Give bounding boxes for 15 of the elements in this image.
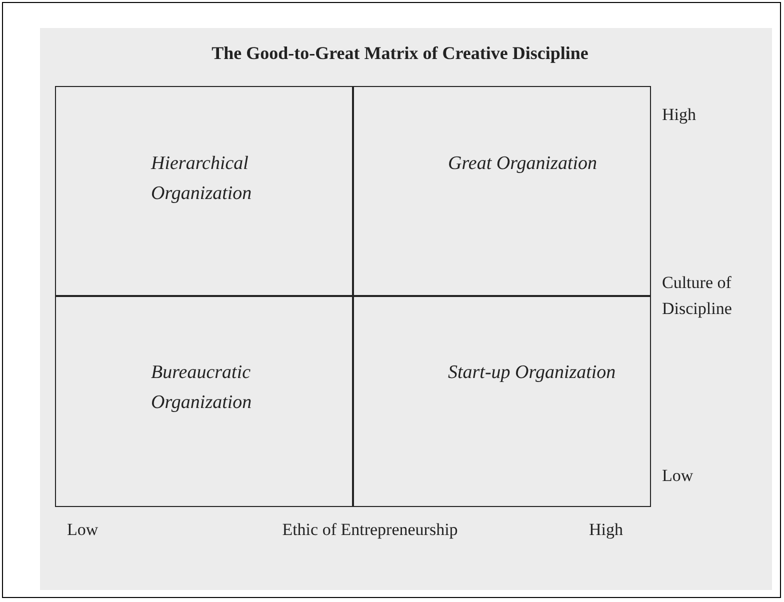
quadrant-label: Start-up Organization — [448, 361, 617, 385]
axis-label: Low — [662, 465, 694, 487]
axis-label: High — [589, 519, 624, 541]
quadrant-box — [352, 86, 651, 297]
axis-label: Low — [67, 519, 100, 541]
axis-title: Ethic of Entrepreneurship — [281, 519, 459, 541]
quadrant-label: Hierarchical Organization — [151, 152, 253, 206]
axis-label: High — [662, 104, 697, 126]
quadrant-box — [55, 295, 354, 507]
quadrant-label: Great Organization — [448, 152, 598, 176]
quadrant-box — [352, 295, 651, 507]
quadrant-box — [55, 86, 354, 297]
quadrant-label: Bureaucratic Organization — [151, 361, 253, 415]
axis-label: Culture of Discipline — [662, 272, 733, 320]
diagram-title: The Good-to-Great Matrix of Creative Discipline — [210, 42, 590, 65]
